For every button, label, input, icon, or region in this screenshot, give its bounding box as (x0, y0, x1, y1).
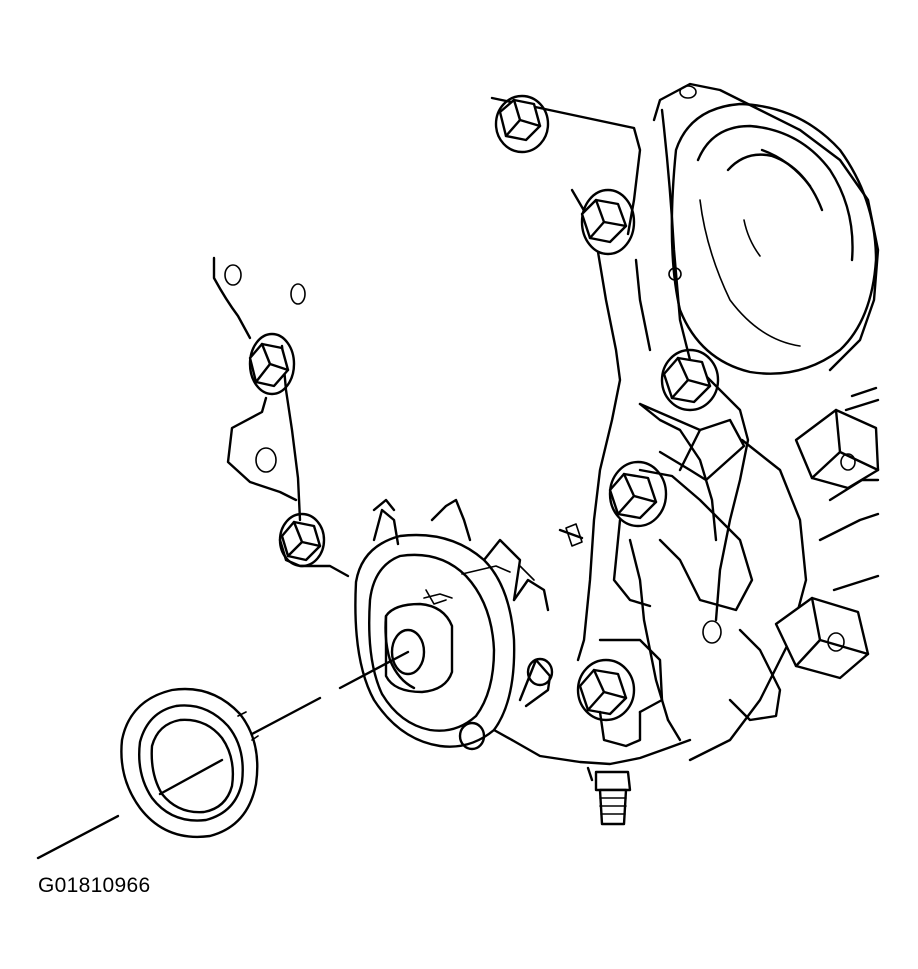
bracket-arm (598, 402, 746, 748)
bolt-gasket-lower (278, 512, 326, 568)
sensor-connector-upper (794, 386, 880, 490)
bolt-upper-mid (580, 188, 636, 256)
bolt-gasket-upper (248, 332, 296, 396)
oil-filter-housing (668, 85, 878, 375)
bolt-top (494, 94, 550, 154)
figure-code-label: G01810966 (38, 874, 151, 897)
installation-axis-line (36, 650, 410, 860)
bolt-lower (576, 658, 636, 722)
front-cover-body (490, 82, 880, 766)
seal-housing (354, 498, 554, 751)
crankshaft-nose (384, 589, 454, 694)
crankshaft-front-oil-seal (120, 687, 259, 839)
sensor-connector-lower (774, 574, 880, 680)
stud-fitting (586, 766, 632, 826)
bolt-middle (660, 348, 720, 412)
bolt-center (608, 460, 668, 528)
